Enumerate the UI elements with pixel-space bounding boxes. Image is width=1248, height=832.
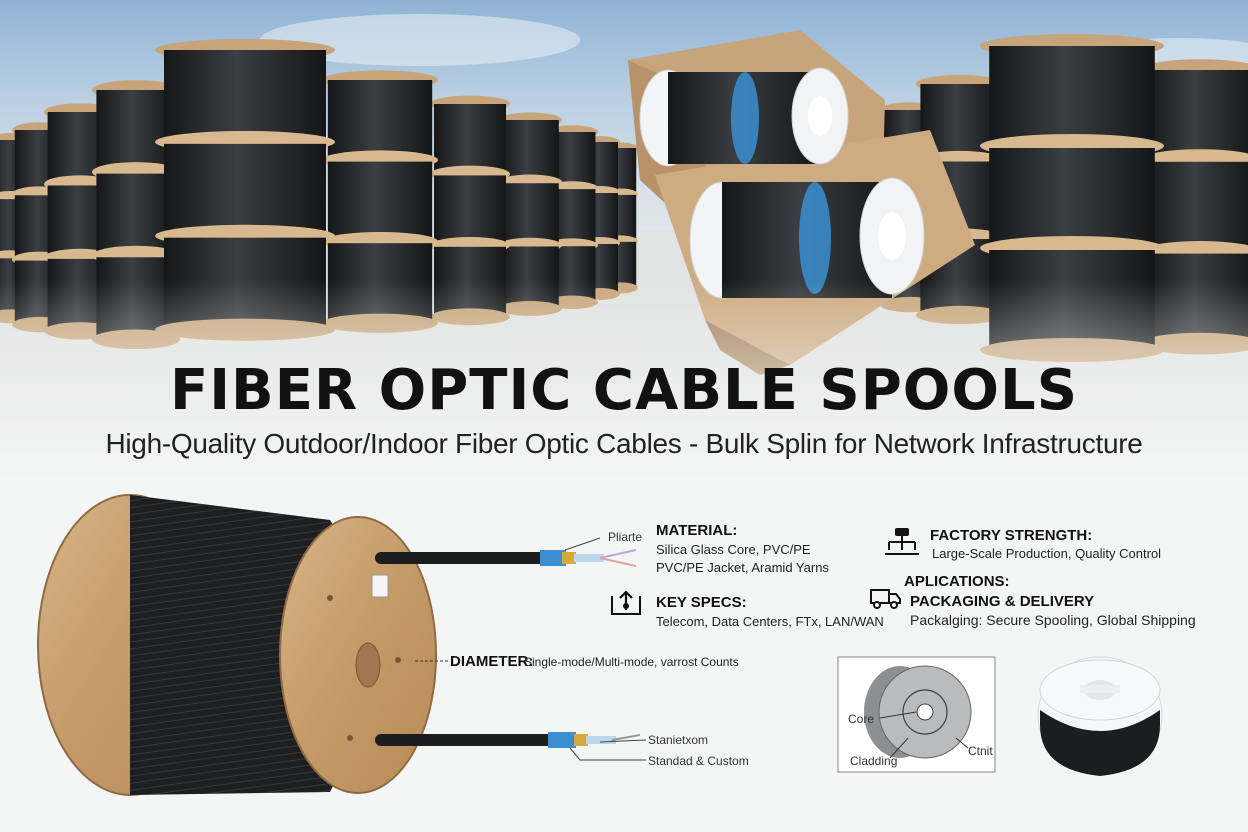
network-hierarchy-icon: [884, 526, 920, 565]
factory-strength-heading: FACTORY STRENGTH:: [930, 527, 1093, 544]
packaging-heading: PACKAGING & DELIVERY: [910, 593, 1095, 610]
diameter-heading: DIAMETER:: [450, 653, 534, 670]
details-section: Pliarte Stanietxom Standad & Custom DIAM…: [0, 480, 1248, 832]
cable-cutaway-bottom: [375, 732, 647, 761]
delivery-truck-icon: [870, 586, 902, 615]
cable-label-bottom-2: Standad & Custom: [648, 754, 749, 768]
white-reel-image: [1037, 656, 1163, 776]
key-specs-heading: KEY SPECS:: [656, 594, 747, 611]
material-line-2: PVC/PE Jacket, Aramid Yarns: [656, 560, 829, 575]
applications-heading: APLICATIONS:: [904, 573, 1010, 590]
spool-diagram: [37, 494, 1163, 796]
cross-section-coat-label: Ctnit: [968, 744, 993, 758]
cable-cutaway-top: [375, 537, 637, 567]
material-line-1: Silica Glass Core, PVC/PE: [656, 542, 811, 557]
hero-photo: [0, 0, 1248, 480]
key-specs-text: Telecom, Data Centers, FTx, LAN/WAN: [656, 614, 884, 629]
material-heading: MATERIAL:: [656, 522, 738, 539]
wooden-spool: [37, 494, 437, 796]
page-title: FIBER OPTIC CABLE SPOOLS: [169, 358, 1079, 423]
cable-label-top: Pliarte: [608, 530, 643, 544]
cable-label-bottom-1: Stanietxom: [648, 733, 709, 747]
box-arrow-icon: [608, 588, 644, 623]
diameter-text: Single-mode/Multi-mode, varrost Counts: [524, 655, 739, 669]
factory-strength-text: Large-Scale Production, Quality Control: [932, 546, 1162, 561]
cross-section-cladding-label: Cladding: [850, 754, 898, 768]
spool-warehouse-illustration: [0, 30, 1248, 480]
cross-section-core-label: Core: [848, 712, 875, 726]
cross-section-diagram: [837, 656, 996, 773]
packaging-text: Packalging: Secure Spooling, Global Ship…: [910, 612, 1196, 628]
page-subtitle: High-Quality Outdoor/Indoor Fiber Optic …: [105, 428, 1143, 459]
